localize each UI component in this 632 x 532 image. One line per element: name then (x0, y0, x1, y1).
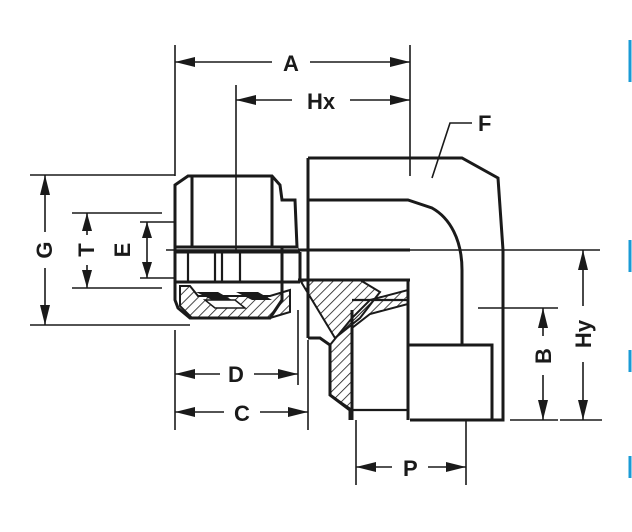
label-C: C (234, 401, 250, 426)
label-Hy: Hy (571, 319, 596, 348)
elbow-body (298, 156, 505, 422)
label-F: F (478, 111, 491, 136)
label-G: G (32, 241, 57, 258)
dimension-labels: A Hx F G T E D C B Hy P (32, 51, 596, 481)
label-P: P (403, 456, 418, 481)
label-D: D (228, 362, 244, 387)
dimension-lines (30, 45, 602, 485)
label-E: E (110, 243, 135, 258)
label-B: B (531, 348, 556, 364)
label-T: T (74, 243, 99, 257)
nut-assembly (173, 174, 310, 320)
label-Hx: Hx (307, 89, 336, 114)
label-A: A (283, 51, 299, 76)
